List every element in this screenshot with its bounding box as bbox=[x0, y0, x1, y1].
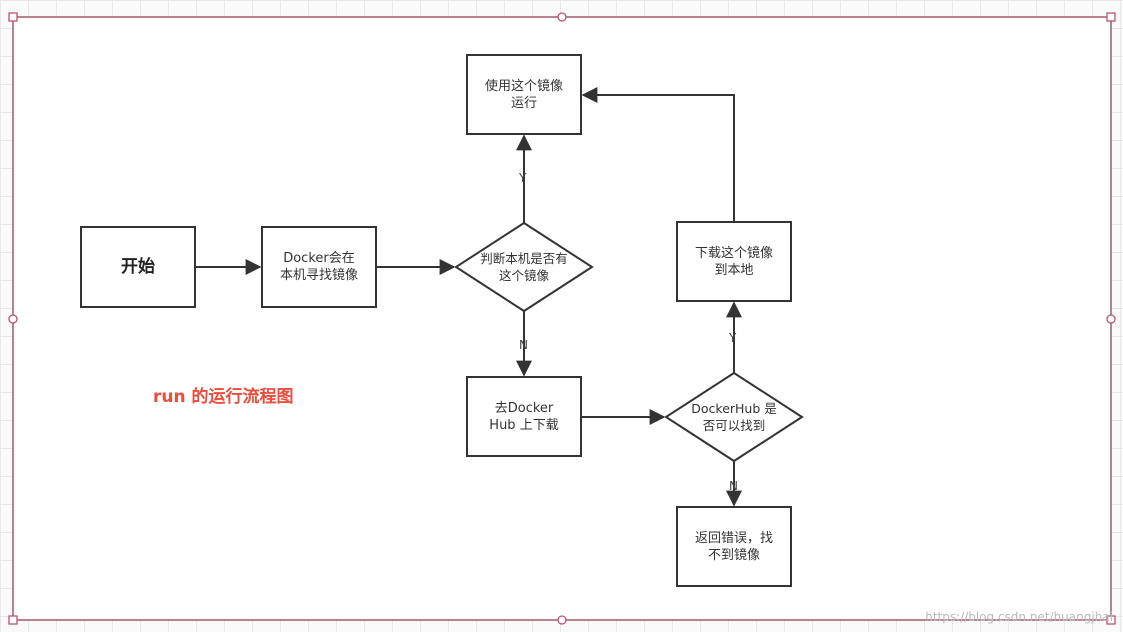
use-image-node[interactable] bbox=[466, 54, 582, 135]
pull-hub-label: 去Docker Hub 上下载 bbox=[489, 400, 559, 433]
edge-download-to-use bbox=[581, 87, 735, 222]
search-local-node[interactable] bbox=[261, 226, 377, 308]
search-local-label: Docker会在 本机寻找镜像 bbox=[279, 251, 358, 283]
edge-label-local-no: N bbox=[519, 338, 528, 352]
start-node[interactable] bbox=[80, 226, 196, 308]
decide-local-label: 判断本机是否有 这个镜像 bbox=[480, 251, 568, 283]
error-node[interactable] bbox=[676, 506, 792, 587]
use-image-label: 使用这个镜像 运行 bbox=[484, 78, 563, 111]
watermark: https://blog.csdn.net/huangjhai bbox=[925, 610, 1113, 624]
error-label: 返回错误，找 不到镜像 bbox=[694, 530, 773, 563]
decide-hub-label: DockerHub 是 否可以找到 bbox=[691, 401, 777, 433]
start-label: 开始 bbox=[121, 256, 155, 277]
edge-label-hub-no: N bbox=[729, 479, 738, 493]
pull-hub-node[interactable] bbox=[466, 376, 582, 457]
edge-label-local-yes: Y bbox=[519, 171, 527, 185]
frame-handles[interactable] bbox=[8, 12, 1116, 625]
diagram-caption: run 的运行流程图 bbox=[153, 387, 294, 407]
edge-label-hub-yes: Y bbox=[729, 331, 737, 345]
download-local-label: 下载这个镜像 到本地 bbox=[694, 245, 773, 278]
